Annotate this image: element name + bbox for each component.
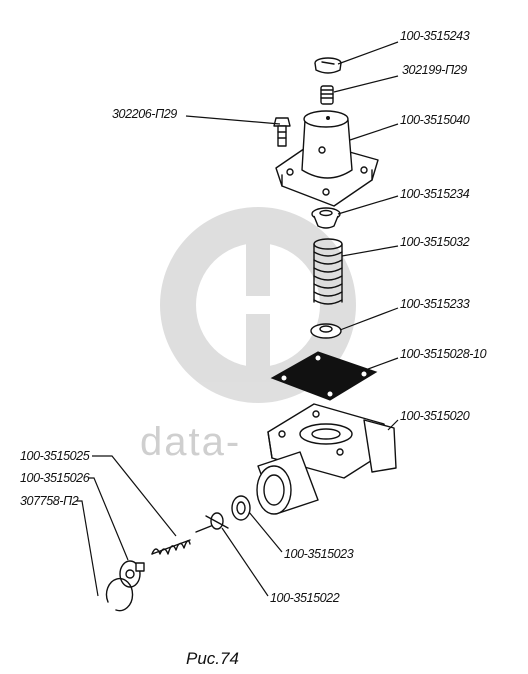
label-100-3515025: 100-3515025 <box>20 449 90 463</box>
label-302206-p29: 302206-П29 <box>112 107 177 121</box>
valve-body <box>256 403 397 515</box>
label-100-3515023: 100-3515023 <box>284 547 354 561</box>
valve-stem <box>195 512 229 533</box>
spring-guide <box>119 560 145 588</box>
label-100-3515026: 100-3515026 <box>20 471 90 485</box>
nut <box>231 495 251 521</box>
label-100-3515040: 100-3515040 <box>400 113 470 127</box>
spring <box>313 238 343 305</box>
label-100-3515243: 100-3515243 <box>400 29 470 43</box>
label-307758-p2: 307758-П2 <box>20 494 79 508</box>
label-100-3515032: 100-3515032 <box>400 235 470 249</box>
figure-caption: Рис.74 <box>186 649 239 668</box>
part-labels: 100-3515243 302199-П29 302206-П29 100-35… <box>20 29 487 605</box>
retaining-ring <box>105 577 134 612</box>
small-screw <box>320 85 334 105</box>
label-100-3515028-10: 100-3515028-10 <box>400 347 487 361</box>
watermark-text: data- <box>140 420 241 464</box>
cap-screw <box>314 57 342 74</box>
label-100-3515022: 100-3515022 <box>270 591 340 605</box>
valve-plate <box>311 207 341 229</box>
label-100-3515233: 100-3515233 <box>400 297 470 311</box>
watermark-logo <box>160 207 356 403</box>
label-302199-p29: 302199-П29 <box>402 63 467 77</box>
leader-lines <box>76 41 399 597</box>
label-100-3515234: 100-3515234 <box>400 187 470 201</box>
bolt <box>273 117 291 147</box>
washer <box>310 323 342 339</box>
small-spring <box>151 539 191 555</box>
diaphragm <box>270 351 378 401</box>
valve-cover <box>275 110 379 207</box>
label-100-3515020: 100-3515020 <box>400 409 470 423</box>
